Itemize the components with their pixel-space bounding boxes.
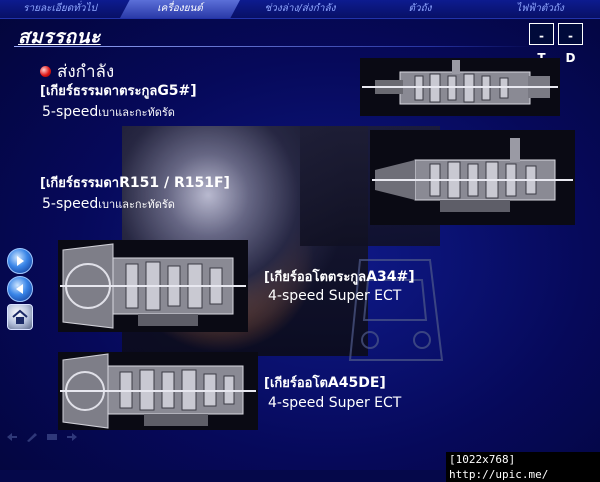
- heading-code: R151 / R151F]: [119, 175, 230, 191]
- title-divider: [14, 46, 534, 47]
- heading-code: G5#]: [157, 83, 197, 99]
- heading-code: A34#]: [366, 269, 415, 285]
- desc-small: เบาและกะทัดรัด: [98, 106, 175, 119]
- forward-icon[interactable]: [66, 432, 78, 442]
- heading-prefix: [เกียร์ออโตตระกูล: [264, 270, 367, 285]
- gearbox-a45de-image: [58, 352, 258, 430]
- gearbox-desc-r151: 5-speedเบาและกะทัดรัด: [42, 195, 175, 213]
- car-silhouette-image: [348, 259, 444, 361]
- heading-prefix: [เกียร์ธรรมดาตระกูล: [40, 84, 158, 99]
- heading-prefix: [เกียร์ออโต: [264, 376, 328, 391]
- gearbox-heading-r151: [เกียร์ธรรมดาR151 / R151F]: [40, 172, 230, 193]
- heading-prefix: [เกียร์ธรรมดา: [40, 176, 120, 191]
- arrow-left-icon[interactable]: [7, 276, 33, 302]
- variant-d-button[interactable]: -D: [558, 23, 583, 65]
- tab-engine[interactable]: เครื่องยนต์: [120, 0, 240, 18]
- gearbox-g5-image: [360, 58, 560, 116]
- desc-small: เบาและกะทัดรัด: [98, 198, 175, 211]
- resolution-watermark: [1022x768] http://upic.me/: [446, 452, 600, 482]
- gearbox-heading-a34: [เกียร์ออโตตระกูลA34#]: [264, 266, 415, 287]
- section-title-label: ส่งกำลัง: [57, 62, 115, 82]
- gearbox-r151-image: [370, 130, 575, 225]
- pen-icon[interactable]: [26, 432, 38, 442]
- arrow-right-icon[interactable]: [7, 248, 33, 274]
- back-icon[interactable]: [6, 432, 18, 442]
- tab-general[interactable]: รายละเอียดทั่วไป: [23, 3, 97, 14]
- gearbox-desc-a45de: 4-speed Super ECT: [268, 395, 402, 411]
- home-icon[interactable]: [7, 304, 33, 330]
- section-title: ส่งกำลัง: [40, 58, 114, 85]
- tab-body-electrical[interactable]: ไฟฟ้าตัวถัง: [516, 3, 564, 14]
- gearbox-desc-g5: 5-speedเบาและกะทัดรัด: [42, 103, 175, 121]
- gearbox-desc-a34: 4-speed Super ECT: [268, 288, 402, 304]
- heading-code: A45DE]: [327, 375, 386, 391]
- variant-t-button[interactable]: -T: [529, 23, 554, 65]
- gearbox-heading-g5: [เกียร์ธรรมดาตระกูลG5#]: [40, 80, 197, 101]
- tab-body[interactable]: ตัวถัง: [408, 3, 432, 14]
- desc-main: 5-speed: [42, 196, 99, 212]
- gearbox-heading-a45de: [เกียร์ออโตA45DE]: [264, 372, 386, 393]
- gearbox-a34-image: [58, 240, 248, 332]
- bullet-icon: [40, 66, 51, 77]
- desc-main: 5-speed: [42, 104, 99, 120]
- tab-chassis[interactable]: ช่วงล่าง/ส่งกำลัง: [264, 3, 336, 14]
- top-nav: รายละเอียดทั่วไป เครื่องยนต์ ช่วงล่าง/ส่…: [0, 0, 600, 19]
- menu-icon[interactable]: [46, 432, 58, 442]
- page-title: สมรรถนะ: [18, 26, 101, 48]
